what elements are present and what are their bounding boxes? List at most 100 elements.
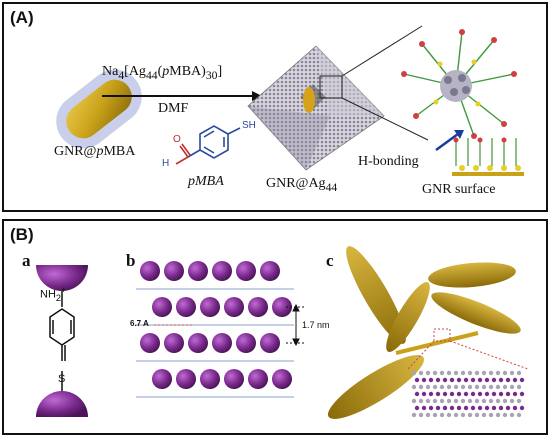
inset-atom <box>446 384 452 390</box>
panel-b: (B) a b c <box>2 219 548 435</box>
inset-atom <box>470 405 476 411</box>
inset-atom <box>432 398 438 404</box>
lattice-cluster <box>272 297 292 317</box>
inset-atom <box>498 405 504 411</box>
inset-atom <box>463 377 469 383</box>
inset-atom <box>509 412 515 418</box>
inset-atom <box>439 412 445 418</box>
inset-atom <box>414 405 420 411</box>
nanorod-inset <box>411 370 525 418</box>
h-bonding-label: H-bonding <box>358 154 419 169</box>
inset-atom <box>516 412 522 418</box>
sub-label-c: c <box>326 251 334 270</box>
inset-atom <box>484 405 490 411</box>
lattice-cluster <box>260 333 280 353</box>
inset-atom <box>418 398 424 404</box>
inset-atom <box>439 398 445 404</box>
inset-atom <box>425 398 431 404</box>
inset-atom <box>453 398 459 404</box>
inset-atom <box>460 384 466 390</box>
lattice-cluster <box>200 297 220 317</box>
lattice-cluster <box>236 333 256 353</box>
inset-atom <box>512 391 518 397</box>
inset-atom <box>463 405 469 411</box>
inset-atom <box>463 391 469 397</box>
lattice-cluster <box>260 261 280 281</box>
reagent-label: Na4[Ag44(pMBA)30] <box>102 64 223 82</box>
inset-atom <box>421 377 427 383</box>
inset-atom <box>442 377 448 383</box>
inset-atom <box>474 384 480 390</box>
lattice-cluster <box>224 369 244 389</box>
solvent-label: DMF <box>158 101 189 116</box>
inset-atom <box>474 412 480 418</box>
panel-a-label: (A) <box>10 8 34 27</box>
inset-atom <box>509 370 515 376</box>
inset-atom <box>418 370 424 376</box>
inset-atom <box>414 391 420 397</box>
inset-atom <box>453 370 459 376</box>
inset-atom <box>418 412 424 418</box>
inset-atom <box>435 377 441 383</box>
inset-atom <box>505 391 511 397</box>
inset-atom <box>467 370 473 376</box>
inset-atom <box>446 412 452 418</box>
inset-atom <box>421 405 427 411</box>
inset-atom <box>477 377 483 383</box>
inset-atom <box>432 384 438 390</box>
inset-atom <box>449 405 455 411</box>
reaction-arrow <box>102 91 262 101</box>
gnr-surface-ligands <box>452 137 524 176</box>
pmba-structure <box>175 125 241 165</box>
inset-atom <box>519 377 525 383</box>
lattice-cluster <box>224 297 244 317</box>
inset-atom <box>449 377 455 383</box>
inset-atom <box>477 405 483 411</box>
h-label: H <box>162 158 170 169</box>
inset-atom <box>456 405 462 411</box>
inset-atom <box>456 391 462 397</box>
inset-atom <box>484 391 490 397</box>
inset-atom <box>467 384 473 390</box>
inset-atom <box>411 370 417 376</box>
inset-atom <box>495 412 501 418</box>
sh-label: SH <box>242 120 256 131</box>
inset-atom <box>435 405 441 411</box>
inset-atom <box>516 384 522 390</box>
inset-atom <box>481 412 487 418</box>
pmba-bridge-molecule <box>36 265 88 417</box>
inset-atom <box>488 398 494 404</box>
inset-atom <box>442 391 448 397</box>
inset-atom <box>481 370 487 376</box>
lattice-cluster <box>200 369 220 389</box>
lattice-cluster <box>248 297 268 317</box>
spacing-nm-label: 1.7 nm <box>302 320 330 330</box>
inset-atom <box>428 377 434 383</box>
inset-atom <box>474 398 480 404</box>
lattice-cluster <box>140 261 160 281</box>
panel-a-graphics <box>56 25 524 176</box>
inset-atom <box>495 384 501 390</box>
inset-atom <box>411 398 417 404</box>
inset-atom <box>491 405 497 411</box>
inset-atom <box>428 405 434 411</box>
inset-atom <box>467 398 473 404</box>
inset-atom <box>432 370 438 376</box>
inset-atom <box>502 370 508 376</box>
inset-atom <box>502 398 508 404</box>
sub-label-a: a <box>22 251 31 270</box>
inset-atom <box>484 377 490 383</box>
inset-atom <box>495 370 501 376</box>
panel-b-graphics <box>36 246 529 419</box>
lattice-cluster <box>176 369 196 389</box>
inset-atom <box>439 370 445 376</box>
inset-atom <box>505 405 511 411</box>
inset-atom <box>512 377 518 383</box>
lattice-cluster <box>164 261 184 281</box>
pmba-label: pMBA <box>188 174 224 189</box>
inset-atom <box>470 377 476 383</box>
inset-atom <box>502 412 508 418</box>
lattice-cluster <box>188 333 208 353</box>
inset-atom <box>509 384 515 390</box>
inset-atom <box>516 398 522 404</box>
